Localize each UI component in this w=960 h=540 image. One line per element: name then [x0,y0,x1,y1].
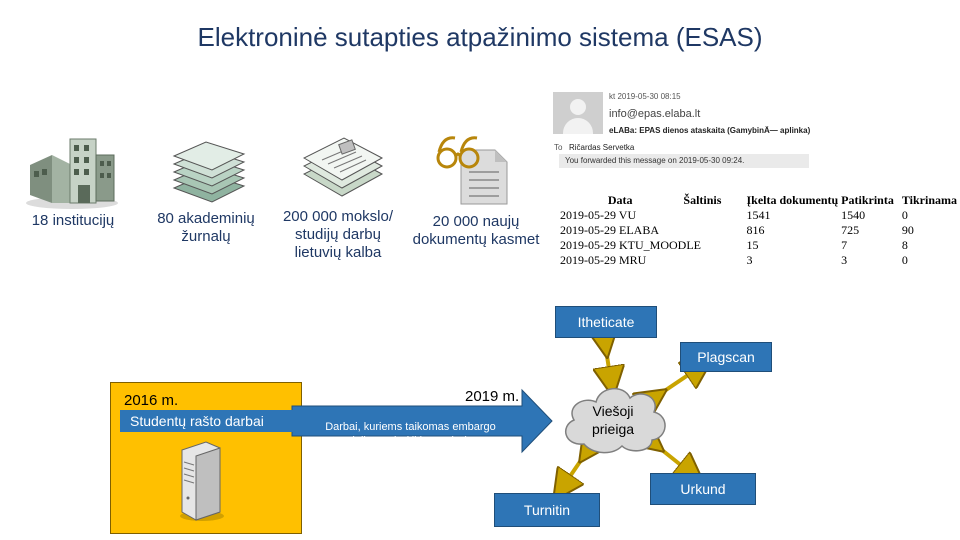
start-year-label: 2016 m. [124,392,179,409]
cloud-icon [564,388,666,454]
plagscan-box: Plagscan [680,342,772,372]
email-subject: eLABa: EPAS dienos ataskaita (GamybinÄ— … [609,126,811,135]
student-works-label: Studentų rašto darbai [120,410,300,432]
email-forward-note: You forwarded this message on 2019-05-30… [565,156,745,165]
building-icon [26,138,118,209]
table-row: 2019-05-29 KTU_MOODLE 15 7 8 [560,238,908,252]
embargo-text: Darbai, kuriems taikomas embargo laikota… [325,421,496,447]
table-row: 2019-05-29 VU 1541 1540 0 [560,208,908,222]
email-recipient: Ričardas Servetka [569,143,635,152]
timeline-arrow [291,388,553,454]
table-row: 2019-05-29 MRU 3 3 0 [560,253,908,267]
end-year-label: 2019 m. [465,388,520,405]
email-to-label: To [554,143,563,152]
email-forward-bar [559,154,809,168]
journals-stat: 80 akademinių žurnalų [157,210,255,245]
public-gateway-label: Viešoji prieiga [591,403,635,437]
col-header-checked: Patikrinta [841,193,894,207]
itheticate-box: Itheticate [555,306,657,338]
journals-stack-icon [172,141,246,203]
turnitin-box: Turnitin [494,493,600,527]
report-table: Data Šaltinis Įkelta dokumentų Patikrint… [560,193,960,268]
col-header-checking: Tikrinama [901,193,957,207]
col-header-date: Data [607,193,633,207]
glasses-document-icon [436,136,508,205]
email-notification: kt 2019-05-30 08:15 info@epas.elaba.lt e… [551,88,841,176]
email-timestamp: kt 2019-05-30 08:15 [609,92,681,101]
avatar-icon [553,92,603,134]
table-row: 2019-05-29 ELABA 816 725 90 [560,223,914,237]
table-header-row: Data Šaltinis Įkelta dokumentų Patikrint… [560,193,960,208]
urkund-box: Urkund [650,473,756,505]
server-icon [180,441,224,521]
theses-stat: 200 000 mokslo/ studijų darbų lietuvių k… [282,208,394,261]
new-documents-stat: 20 000 naujų dokumentų kasmet [412,213,540,248]
page-title: Elektroninė sutapties atpažinimo sistema… [197,22,763,52]
col-header-uploaded: Įkelta dokumentų [746,193,839,207]
documents-stack-icon [302,137,384,197]
col-header-source: Šaltinis [683,193,722,207]
email-sender: info@epas.elaba.lt [609,108,701,120]
institutions-stat: 18 institucijų [31,212,115,229]
